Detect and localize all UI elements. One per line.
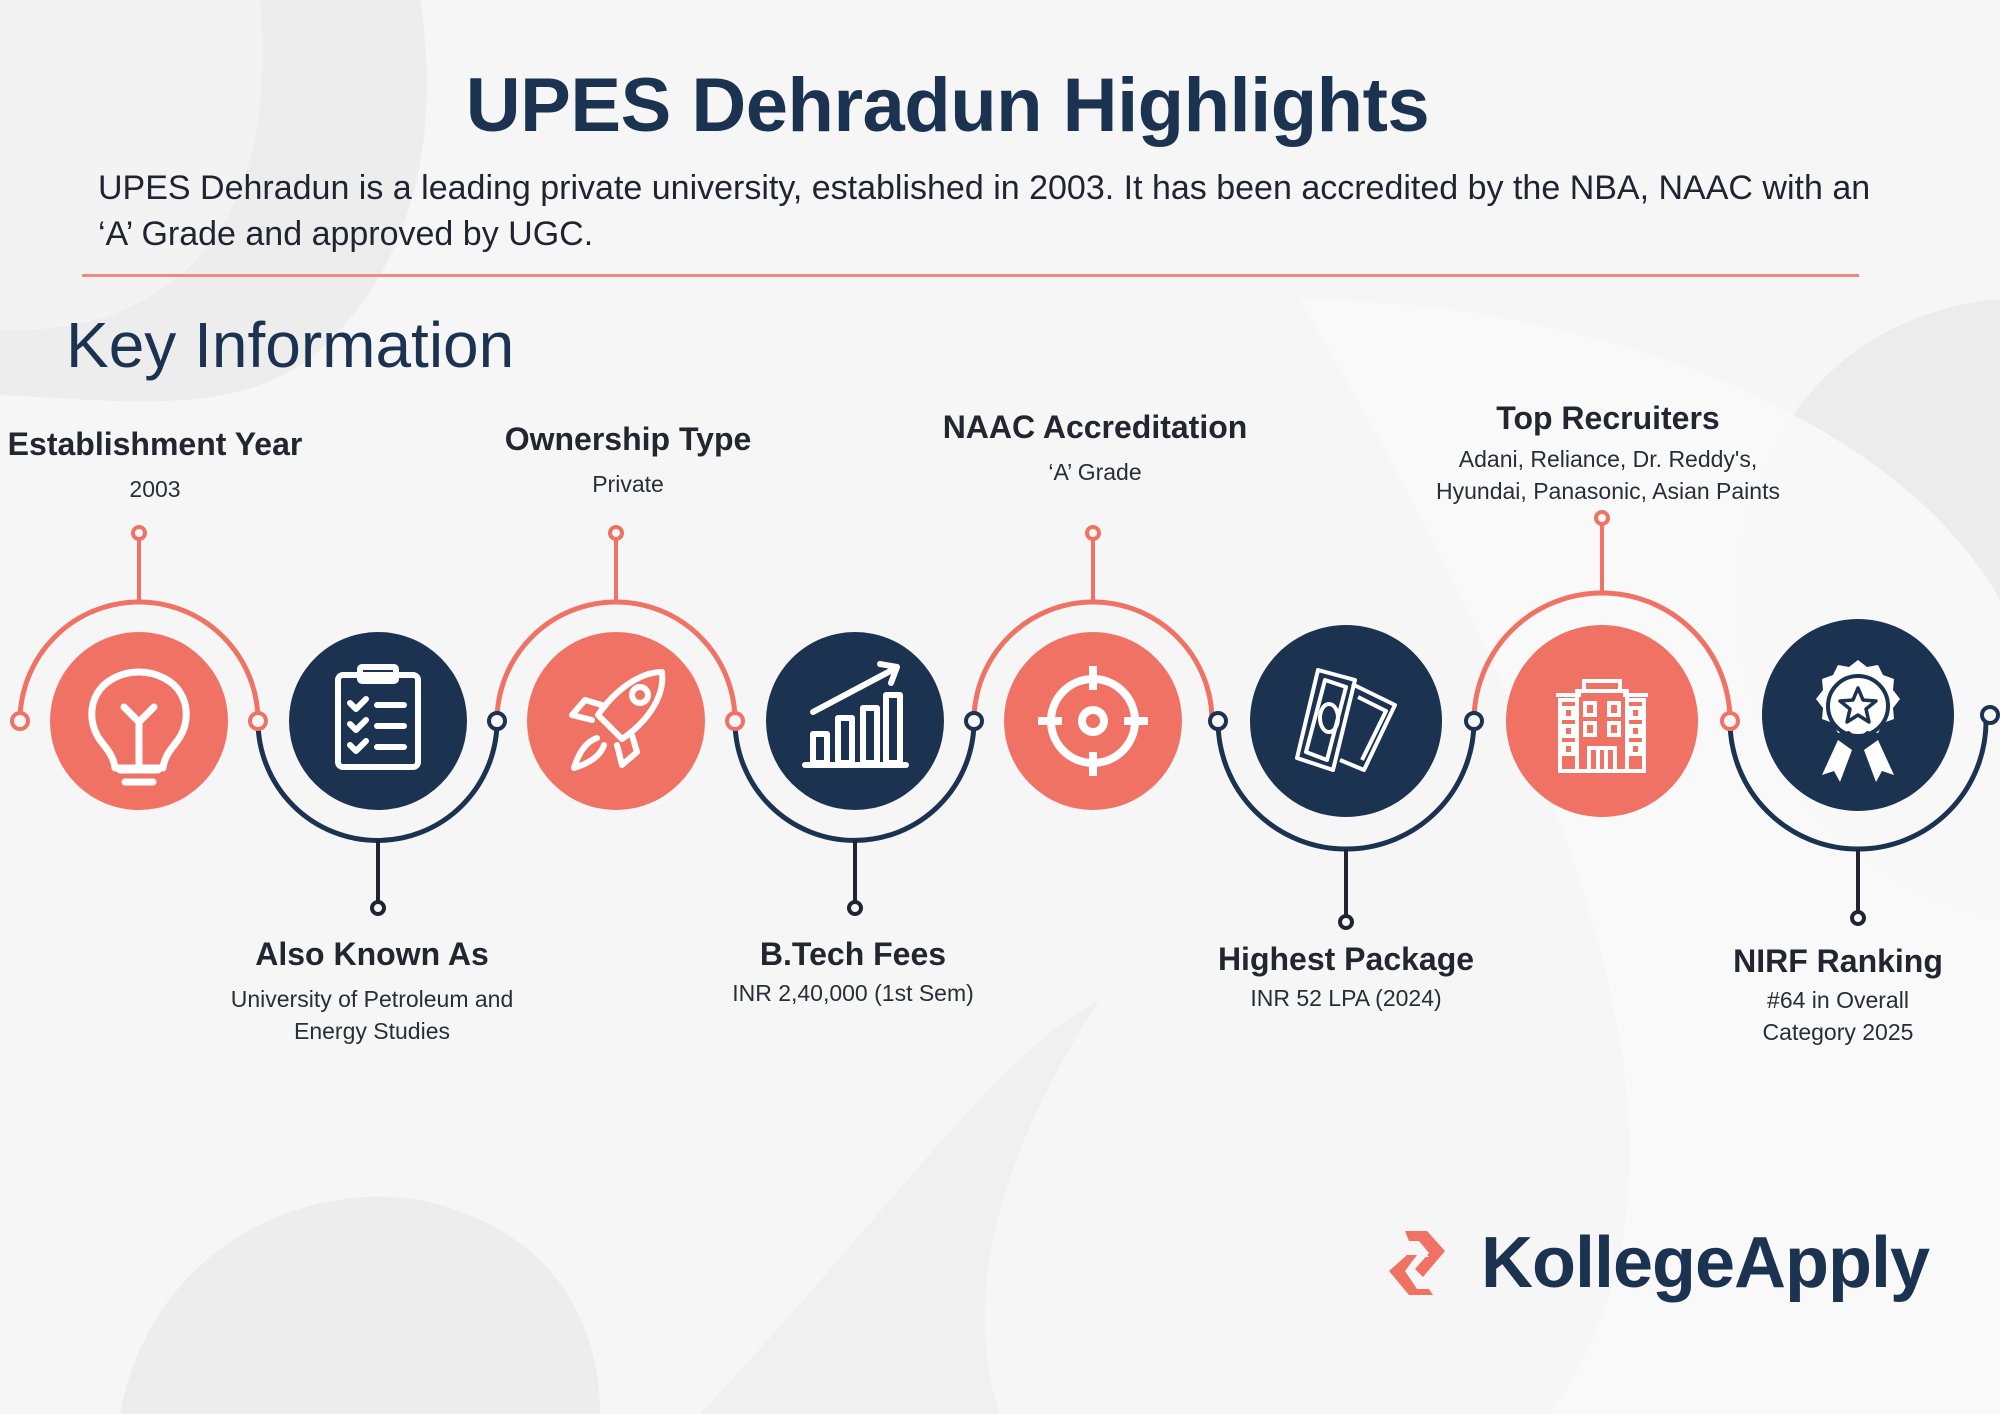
info-value: INR 52 LPA (2024) [1250,985,1442,1011]
icon-disc-8 [1762,619,1954,811]
info-heading: NIRF Ranking [1733,943,1943,979]
info-item-ownership-type: Ownership Type Private [505,421,752,500]
kollegeapply-chevron-logo-icon [1389,1231,1445,1295]
icon-disc-1 [50,632,228,810]
intro-paragraph: UPES Dehradun is a leading private unive… [98,169,1871,253]
info-heading: Establishment Year [7,426,303,462]
info-heading: Also Known As [255,936,489,972]
icon-disc-6 [1250,625,1442,817]
lightbulb-icon [88,668,190,786]
info-heading: Ownership Type [504,421,752,457]
info-item-btech-fees: B.Tech Fees INR 2,40,000 (1st Sem) [732,936,974,1009]
info-heading: Highest Package [1217,941,1475,977]
section-title: Key Information [66,309,515,381]
money-bills-icon [1295,668,1397,772]
award-badge-icon [1816,660,1900,782]
info-item-also-known-as: Also Known As University of Petroleum an… [231,936,514,1047]
clipboard-checklist-icon [335,664,421,770]
info-value: University of Petroleum and Energy Studi… [230,986,514,1044]
info-value: INR 2,40,000 (1st Sem) [732,980,974,1006]
info-item-establishment-year: Establishment Year 2003 [8,426,303,505]
info-value: 2003 [129,476,181,502]
icon-disc-4 [766,632,944,810]
info-item-nirf-ranking: NIRF Ranking #64 in Overall Category 202… [1733,943,1943,1048]
info-item-highest-package: Highest Package INR 52 LPA (2024) [1218,941,1474,1014]
kollegeapply-logo: KollegeApply [1383,1222,1930,1304]
info-heading: Top Recruiters [1496,400,1720,436]
rocket-icon [569,669,666,771]
header-divider [82,274,1859,277]
info-item-naac-accreditation: NAAC Accreditation ‘A’ Grade [943,409,1248,488]
icon-disc-2 [289,632,467,810]
page-title: UPES Dehradun Highlights [465,63,1430,148]
office-building-icon [1556,679,1648,773]
icon-disc-5 [1004,632,1182,810]
info-value: Adani, Reliance, Dr. Reddy's, Hyundai, P… [1436,446,1780,504]
info-heading: B.Tech Fees [759,936,947,972]
icon-disc-3 [527,632,705,810]
bar-chart-growth-icon [802,661,909,768]
icon-disc-7 [1506,625,1698,817]
info-value: ‘A’ Grade [1048,459,1142,485]
info-value: #64 in Overall Category 2025 [1762,987,1914,1045]
logo-text: KollegeApply [1481,1223,1930,1303]
info-value: Private [592,471,664,497]
target-crosshair-icon [1038,666,1148,776]
info-heading: NAAC Accreditation [942,409,1248,445]
info-item-top-recruiters: Top Recruiters Adani, Reliance, Dr. Redd… [1436,400,1780,507]
